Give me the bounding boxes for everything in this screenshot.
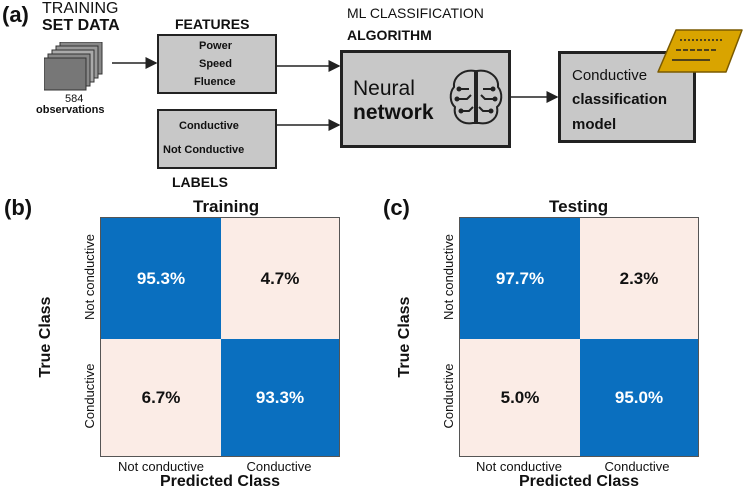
panel-a-label: (a) [2, 2, 29, 27]
x-tick-label: Not conductive [118, 459, 204, 474]
cm-cell: 4.7% [221, 218, 339, 339]
x-tick-label: Not conductive [476, 459, 562, 474]
neural-network-box: Neural network [340, 50, 511, 148]
feature-speed: Speed [199, 58, 233, 70]
y-tick-label: Conductive [441, 363, 456, 429]
x-axis-title: Predicted Class [159, 473, 281, 490]
flow-arrows [112, 57, 559, 131]
testing-cm-title: Testing [549, 197, 609, 216]
brain-icon [449, 69, 503, 125]
features-title: FEATURES [175, 16, 250, 32]
neural-network-line2: network [353, 101, 434, 124]
document-icon [657, 29, 743, 73]
labels-title: LABELS [172, 174, 228, 190]
y-axis-title: True Class [396, 296, 413, 378]
model-line2: classification [572, 91, 668, 108]
y-tick-label: Not conductive [82, 234, 97, 320]
x-tick-label: Conductive [604, 459, 670, 474]
label-conductive: Conductive [179, 120, 239, 132]
ml-title-line1: ML CLASSIFICATION [347, 5, 484, 21]
cm-cell: 93.3% [221, 339, 339, 456]
cm-cell: 6.7% [101, 339, 221, 456]
feature-power: Power [199, 40, 233, 52]
training-title-line2: SET DATA [42, 17, 120, 34]
testing-confusion-matrix: 97.7% 2.3% 5.0% 95.0% [459, 217, 699, 457]
panel-b-label: (b) [4, 195, 33, 220]
labels-box: Conductive Not Conductive [157, 109, 277, 169]
training-cm-title: Training [193, 197, 260, 216]
observations-label: observations [36, 104, 105, 116]
ml-title-line2: ALGORITHM [347, 27, 432, 43]
x-tick-label: Conductive [246, 459, 312, 474]
cm-cell: 5.0% [460, 339, 580, 456]
features-box: Power Speed Fluence [157, 34, 277, 94]
y-tick-label: Not conductive [441, 234, 456, 320]
panel-c-label: (c) [383, 195, 410, 220]
label-not-conductive: Not Conductive [163, 144, 245, 156]
x-axis-title: Predicted Class [518, 473, 640, 490]
training-confusion-matrix: 95.3% 4.7% 6.7% 93.3% [100, 217, 340, 457]
y-tick-label: Conductive [82, 363, 97, 429]
model-line1: Conductive [572, 67, 648, 84]
cm-cell: 95.3% [101, 218, 221, 339]
cm-cell: 95.0% [580, 339, 698, 456]
y-axis-title: True Class [37, 296, 54, 378]
data-stack-icon [44, 42, 103, 91]
cm-cell: 2.3% [580, 218, 698, 339]
neural-network-line1: Neural [353, 77, 415, 100]
model-line3: model [572, 116, 617, 133]
cm-cell: 97.7% [460, 218, 580, 339]
feature-fluence: Fluence [194, 76, 236, 88]
training-title-line1: TRAINING [42, 0, 119, 17]
observations-count: 584 [65, 93, 84, 105]
